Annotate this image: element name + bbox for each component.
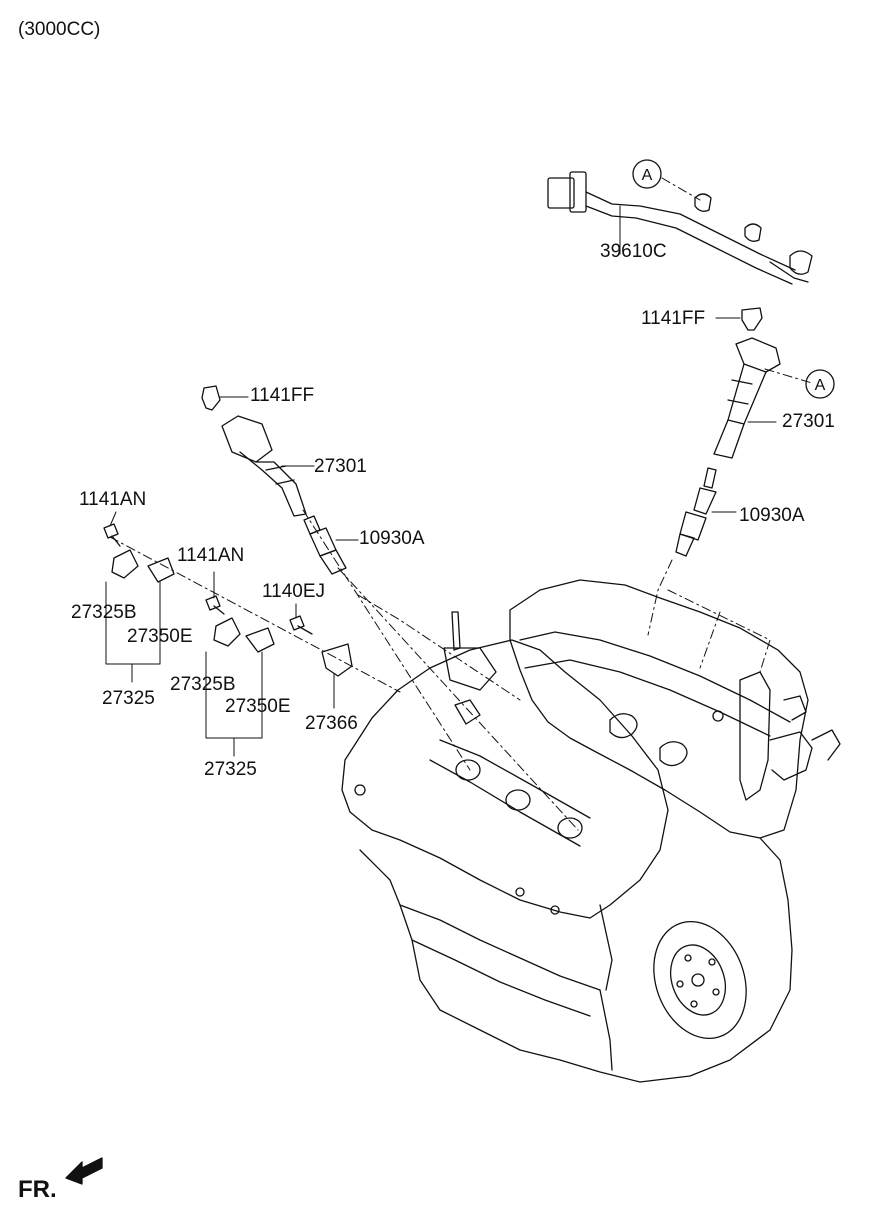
- part-27325-1[interactable]: 27325: [102, 688, 155, 709]
- part-1140ej[interactable]: 1140EJ: [262, 581, 326, 602]
- part-27366[interactable]: 27366: [305, 713, 358, 734]
- assembly-lines: [109, 177, 813, 831]
- part-1141an-1[interactable]: 1141AN: [79, 489, 147, 510]
- engine-block: [341, 579, 841, 1083]
- front-direction-label: FR.: [18, 1176, 57, 1203]
- callout-a-right: A: [805, 369, 835, 399]
- spark-plug-right: [675, 467, 717, 557]
- part-27325-2[interactable]: 27325: [204, 759, 257, 780]
- part-1141ff-left[interactable]: 1141FF: [250, 385, 315, 406]
- part-27325b-2[interactable]: 27325B: [170, 674, 236, 695]
- part-10930a-left[interactable]: 10930A: [359, 528, 425, 549]
- callout-a-top-text: A: [642, 167, 653, 184]
- spark-plug-left: [303, 515, 347, 575]
- callout-a-right-text: A: [815, 377, 826, 394]
- part-27301-right[interactable]: 27301: [782, 411, 835, 432]
- leader-lines: [105, 205, 777, 757]
- part-39610c[interactable]: 39610C: [600, 241, 667, 262]
- wiring-harness: [547, 171, 813, 285]
- sensors-brackets: [111, 549, 353, 677]
- part-1141an-2[interactable]: 1141AN: [177, 545, 245, 566]
- part-27350e-2[interactable]: 27350E: [225, 696, 291, 717]
- part-27325b-1[interactable]: 27325B: [71, 602, 137, 623]
- ignition-coil-right: [713, 307, 781, 459]
- part-1141ff-right[interactable]: 1141FF: [641, 308, 706, 329]
- part-27350e-1[interactable]: 27350E: [127, 626, 193, 647]
- front-arrow-icon: [65, 1157, 103, 1185]
- part-10930a-right[interactable]: 10930A: [739, 505, 805, 526]
- ignition-coil-left: [201, 385, 307, 517]
- engine-variant-label: (3000CC): [18, 19, 101, 40]
- callout-a-top: A: [632, 159, 662, 189]
- part-27301-left[interactable]: 27301: [314, 456, 367, 477]
